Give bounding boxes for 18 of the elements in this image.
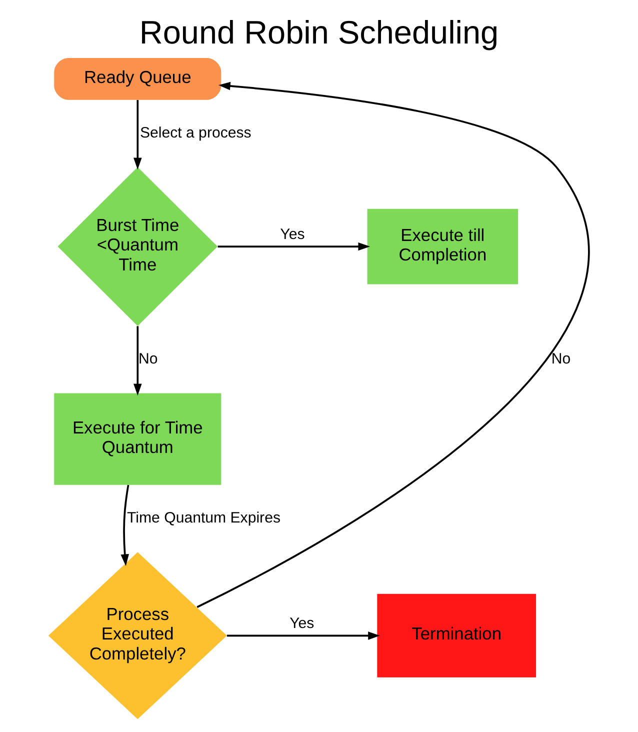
node-box: Ready Queue (54, 58, 222, 100)
edge-label: Yes (290, 615, 314, 632)
edge-label: No (138, 350, 158, 368)
arrow (218, 242, 370, 251)
arrow (134, 326, 142, 396)
arrow (226, 632, 380, 640)
node-box: Termination (377, 594, 536, 678)
edge-label: Time Quantum Expires (127, 509, 280, 526)
node-diamond: Burst Time <Quantum Time (58, 167, 218, 326)
arrow (134, 100, 142, 170)
edge-label: No (551, 350, 571, 368)
edge-label: Yes (280, 226, 305, 243)
node-box: Execute till Completion (367, 208, 518, 284)
diagram-title: Round Robin Scheduling (139, 14, 499, 50)
edge-label: Select a process (140, 124, 252, 142)
node-box: Execute for Time Quantum (54, 393, 222, 485)
arrow (196, 82, 590, 608)
arrow (120, 484, 130, 566)
